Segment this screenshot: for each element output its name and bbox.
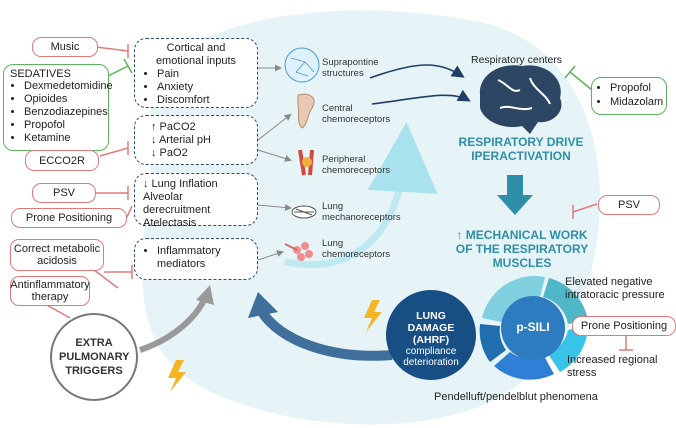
blood-gas-box: ↑ PaCO2 ↓ Arterial pH ↓ PaO2 bbox=[134, 115, 258, 165]
drive-heading: RESPIRATORY DRIVE IPERACTIVATION bbox=[458, 135, 584, 163]
ecco2r-box: ECCO2R bbox=[25, 150, 99, 171]
lung-damage-title: LUNG DAMAGE (AHRF) bbox=[407, 310, 455, 346]
blood-gas-item: ↓ Arterial pH bbox=[151, 134, 211, 146]
lung-chemo-label: Lung chemoreceptors bbox=[322, 238, 391, 260]
sedative-item: Propofol bbox=[24, 119, 102, 132]
prone-left-box: Prone Positioning bbox=[11, 208, 127, 228]
prone-right-label: Prone Positioning bbox=[580, 320, 668, 332]
sedative-item: Opioides bbox=[24, 93, 102, 106]
correct-acidosis-label: Correct metabolic acidosis bbox=[13, 243, 101, 267]
ecco2r-label: ECCO2R bbox=[39, 154, 85, 167]
sedatives-title: SEDATIVES bbox=[10, 68, 71, 80]
down-arrow bbox=[497, 175, 533, 215]
lung-damage-text: LUNG DAMAGE (AHRF) compliance deteriorat… bbox=[396, 310, 466, 368]
right-sedative-item: Propofol bbox=[610, 81, 662, 95]
lung-item: Alveolar derecruitment bbox=[143, 191, 211, 216]
right-sedatives-list: Propofol Midazolam bbox=[596, 81, 663, 109]
alveoli-icon bbox=[284, 242, 313, 261]
sedatives-box: SEDATIVES Dexmedetomidine Opioides Benzo… bbox=[3, 64, 113, 151]
psv-left-box: PSV bbox=[32, 183, 96, 203]
increased-label: Increased regional stress bbox=[567, 354, 658, 379]
inflammatory-box: Inflammatory mediators bbox=[134, 238, 258, 280]
central-label: Central chemoreceptors bbox=[322, 103, 391, 125]
antiinflammatory-box: Antinflammatory therapy bbox=[10, 276, 90, 306]
respiratory-centers-label: Respiratory centers bbox=[471, 54, 563, 66]
lung-list: ↓ Lung Inflation Alveolar derecruitment … bbox=[143, 178, 249, 230]
work-heading: ↑ MECHANICAL WORK OF THE RESPIRATORY MUS… bbox=[455, 228, 589, 270]
cortical-item: Discomfort bbox=[157, 94, 249, 107]
prone-left-label: Prone Positioning bbox=[25, 212, 113, 224]
lightning-icon-right bbox=[364, 300, 382, 332]
extra-triggers-label: EXTRA PULMONARY TRIGGERS bbox=[59, 337, 130, 377]
extra-triggers-circle: EXTRA PULMONARY TRIGGERS bbox=[50, 313, 138, 401]
sedative-item: Benzodiazepines bbox=[24, 106, 108, 119]
blood-gas-list: ↑ PaCO2 ↓ Arterial pH ↓ PaO2 bbox=[143, 121, 249, 160]
brain-network-icon bbox=[284, 47, 320, 83]
brainstem-icon bbox=[297, 93, 315, 129]
sedatives-list: Dexmedetomidine Opioides Benzodiazepines… bbox=[10, 80, 113, 145]
sedative-item: Ketamine bbox=[24, 132, 102, 145]
inflammatory-list: Inflammatory mediators bbox=[143, 245, 249, 271]
prone-right-box: Prone Positioning bbox=[572, 316, 676, 336]
lightning-icon-left bbox=[168, 360, 186, 392]
inflammatory-item: Inflammatory mediators bbox=[157, 245, 249, 271]
psv-left-label: PSV bbox=[52, 187, 75, 199]
psili-ring bbox=[479, 275, 588, 380]
lung-mechanoreceptor-icon bbox=[291, 205, 317, 219]
elevated-label: Elevated negative intratoracic pressure bbox=[565, 276, 665, 301]
antiinflammatory-label: Antinflammatory therapy bbox=[10, 279, 90, 303]
cortical-item: Pain bbox=[157, 68, 249, 81]
peripheral-label: Peripheral chemoreceptors bbox=[322, 154, 391, 176]
lung-damage-circle bbox=[386, 290, 476, 380]
mechano-label: Lung mechanoreceptors bbox=[322, 201, 401, 223]
music-label: Music bbox=[50, 41, 80, 53]
psili-label: p-SILI bbox=[516, 320, 550, 334]
cortical-box: Cortical and emotional inputs Pain Anxie… bbox=[134, 38, 258, 108]
right-sedatives-box: Propofol Midazolam bbox=[591, 77, 667, 115]
lung-damage-sub: compliance deterioration bbox=[403, 346, 459, 368]
blood-gas-item: ↓ PaO2 bbox=[151, 147, 188, 159]
lung-item: Atelectasis bbox=[143, 217, 197, 229]
right-sedative-item: Midazolam bbox=[610, 95, 663, 109]
correct-acidosis-box: Correct metabolic acidosis bbox=[10, 239, 104, 271]
cortical-list: Pain Anxiety Discomfort bbox=[143, 68, 249, 107]
carotid-icon bbox=[298, 149, 314, 176]
music-box: Music bbox=[32, 37, 98, 57]
psv-right-label: PSV bbox=[617, 199, 640, 211]
brain-icon bbox=[479, 65, 562, 134]
cortical-title: Cortical and emotional inputs bbox=[155, 42, 237, 67]
suprapontine-label: Suprapontine structures bbox=[322, 57, 379, 79]
cortical-item: Anxiety bbox=[157, 81, 249, 94]
sedative-item: Dexmedetomidine bbox=[24, 80, 113, 93]
lung-item: ↓ Lung Inflation bbox=[143, 178, 218, 190]
pendelluft-label: Pendelluft/pendelblut phenomena bbox=[434, 391, 598, 403]
lung-box: ↓ Lung Inflation Alveolar derecruitment … bbox=[134, 173, 258, 229]
psv-right-box: PSV bbox=[598, 195, 660, 215]
blood-gas-item: ↑ PaCO2 bbox=[151, 121, 196, 133]
